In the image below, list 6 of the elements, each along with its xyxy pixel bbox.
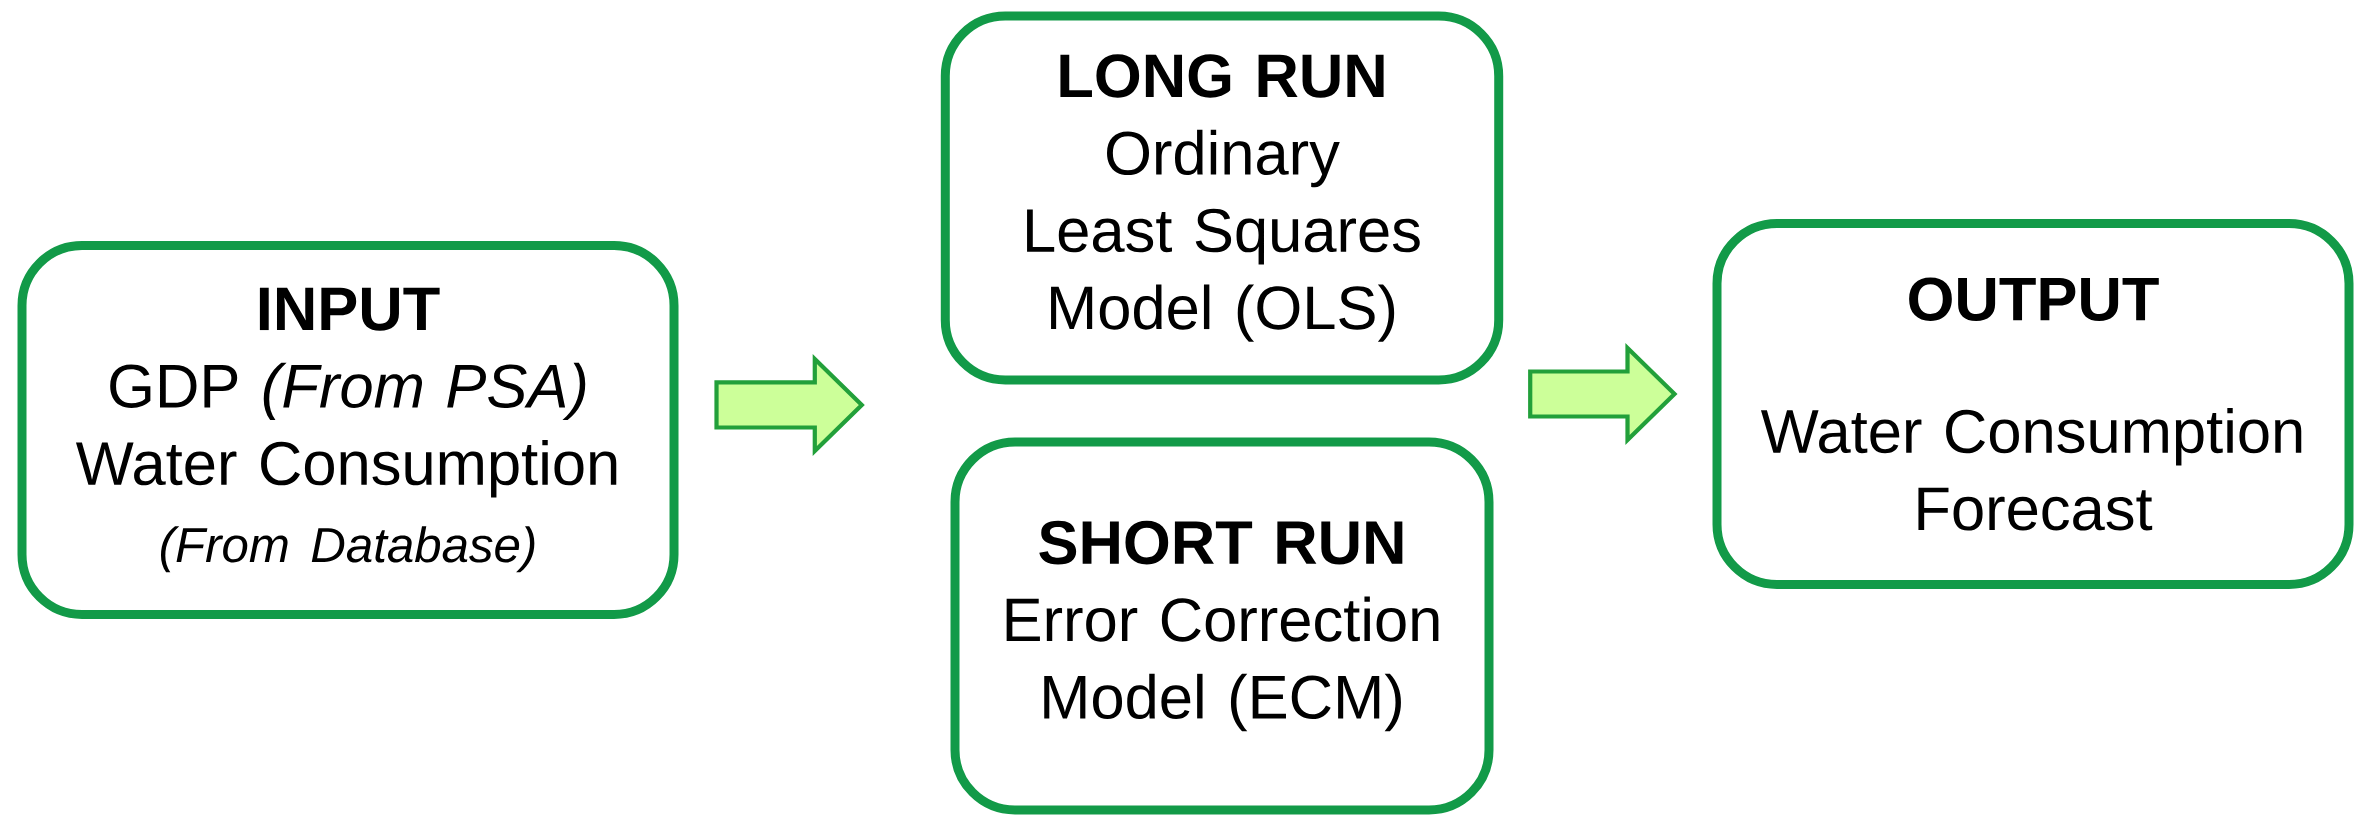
- block-arrow: [1528, 342, 1678, 445]
- process-box: INPUT GDP (From PSA) Water Consumption (From Database): [17, 241, 679, 619]
- process-box: OUTPUT Water Consumption Forecast: [1712, 219, 2354, 589]
- process-box: LONG RUN Ordinary Least Squares Model (OLS): [940, 11, 1504, 385]
- process-box: SHORT RUN Error Correction Model (ECM): [950, 437, 1494, 815]
- block-arrow: [714, 353, 865, 456]
